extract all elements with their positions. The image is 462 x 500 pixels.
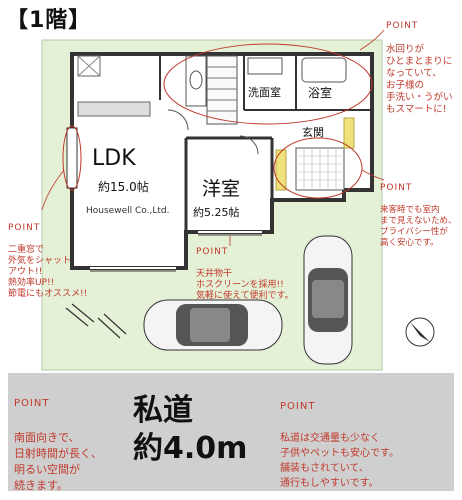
note-text: 二重窓で 外気をシャット アウト!! 熱効率UP!! 節電にもオススメ!! bbox=[8, 245, 88, 299]
bicycles bbox=[65, 303, 127, 339]
bathtub bbox=[301, 57, 347, 83]
note-south-facing: POINT 南面向きで、 日射時間が長く、 明るい空間が 続きます。 bbox=[14, 380, 124, 494]
ldk-window-highlight bbox=[62, 125, 82, 191]
note-text: 天井物干 ホスクリーンを採用!! 気軽に使えて便利です。 bbox=[196, 269, 294, 301]
ldk-label: LDK bbox=[92, 146, 136, 171]
entrance-label: 玄関 bbox=[302, 126, 324, 139]
note-road-safety: POINT 私道は交通量も少なく 子供やペットも安心です。 舗装もされていて、 … bbox=[280, 384, 456, 491]
toilet-bowl bbox=[189, 70, 203, 90]
note-point-label: POINT bbox=[8, 223, 41, 233]
ldk-size: 約15.0帖 bbox=[98, 180, 149, 194]
note-point-label: POINT bbox=[14, 398, 50, 409]
note-point-label: POINT bbox=[280, 401, 316, 412]
compass-icon bbox=[405, 317, 435, 347]
note-point-label: POINT bbox=[380, 183, 413, 193]
note-entrance: POINT 来客時でも室内 まで見えないため、 プライバシー性が 高く安心です。 bbox=[380, 172, 462, 249]
kitchen-counter bbox=[77, 101, 151, 117]
washroom-label: 洗面室 bbox=[248, 86, 281, 99]
note-point-label: POINT bbox=[196, 247, 229, 257]
western-room-label: 洋室 bbox=[202, 178, 241, 200]
western-room-size: 約5.25帖 bbox=[193, 206, 240, 219]
entrance-door-accent bbox=[275, 149, 287, 191]
car-right bbox=[303, 235, 353, 365]
note-text: 来客時でも室内 まで見えないため、 プライバシー性が 高く安心です。 bbox=[380, 205, 457, 248]
watermark: Housewell Co.,Ltd. bbox=[86, 206, 170, 216]
note-water-area: POINT 水回りが ひとまとまりに なっていて、 お子様の 手洗い・うがい も… bbox=[386, 8, 460, 116]
entrance-highlight bbox=[273, 137, 363, 199]
note-point-label: POINT bbox=[386, 21, 419, 31]
road-name: 私道 約4.0m bbox=[133, 392, 247, 468]
note-text: 私道は交通量も少なく 子供やペットも安心です。 舗装もされていて、 通行もしやす… bbox=[280, 433, 399, 489]
road-name-text: 私道 bbox=[133, 393, 193, 428]
note-window: POINT 二重窓で 外気をシャット アウト!! 熱効率UP!! 節電にもオスス… bbox=[8, 212, 98, 300]
note-text: 水回りが ひとまとまりに なっていて、 お子様の 手洗い・うがい もスマートに! bbox=[386, 44, 453, 115]
shoe-cabinet bbox=[343, 117, 355, 149]
staircase bbox=[206, 55, 238, 125]
note-ceiling-dryer: POINT 天井物干 ホスクリーンを採用!! 気軽に使えて便利です。 bbox=[196, 236, 306, 302]
road-width-text: 約4.0m bbox=[133, 431, 248, 466]
bathroom-label: 浴室 bbox=[308, 86, 333, 100]
private-road bbox=[8, 373, 454, 491]
floor-title: 【1階】 bbox=[6, 8, 92, 33]
note-text: 南面向きで、 日射時間が長く、 明るい空間が 続きます。 bbox=[14, 431, 102, 492]
washbasin bbox=[247, 57, 283, 75]
car-left bbox=[143, 299, 283, 351]
ldk-window bbox=[66, 127, 78, 189]
water-area-highlight bbox=[163, 43, 373, 125]
